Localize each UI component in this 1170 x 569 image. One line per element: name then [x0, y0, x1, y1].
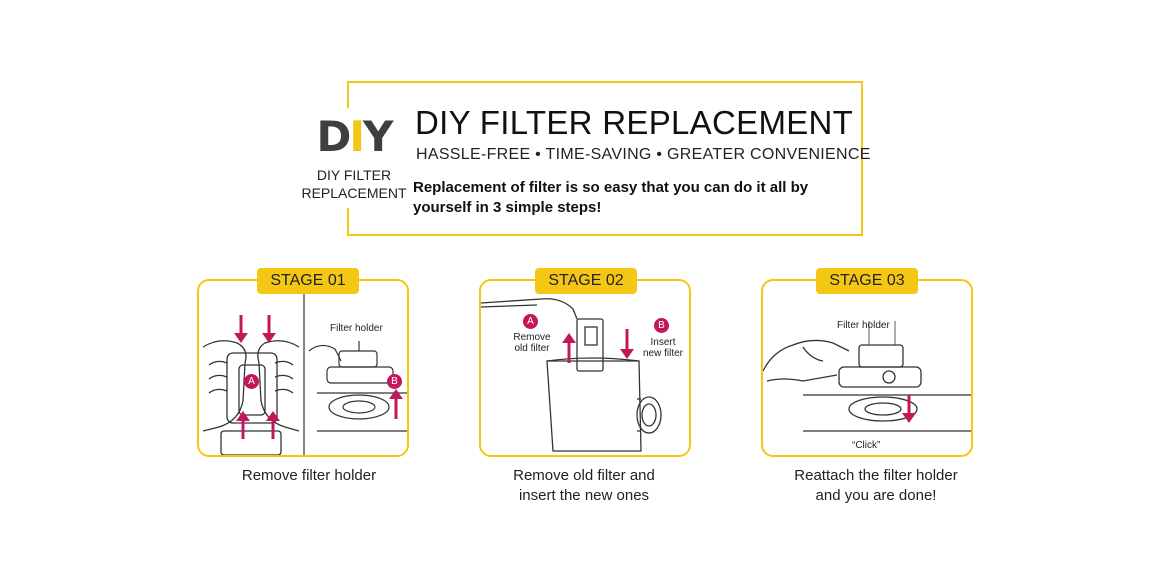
tagline: HASSLE-FREE • TIME-SAVING • GREATER CONV…	[416, 146, 871, 163]
diy-logo-mark: DIY	[316, 112, 394, 161]
marker-a: A	[523, 314, 538, 329]
stage-03-arrows	[902, 395, 916, 423]
remove-old-filter-label: Remove old filter	[507, 332, 557, 354]
stage-01-caption: Remove filter holder	[241, 467, 377, 484]
diy-logo: DIY DIY FILTER REPLACEMENT	[296, 108, 412, 208]
stage-02-panel: A Remove old filter B Insert new filter	[479, 279, 691, 457]
stage-02-illustration	[481, 298, 662, 452]
stage-03-caption-line1: Reattach the filter holder	[794, 467, 958, 484]
marker-b: B	[387, 374, 402, 389]
filter-holder-label: Filter holder	[837, 320, 890, 331]
marker-b: B	[654, 318, 669, 333]
stage-03-caption: Reattach the filter holder and you are d…	[751, 466, 1001, 506]
stage-02-badge: STAGE 02	[535, 268, 637, 294]
stage-01-illustration	[202, 281, 407, 455]
logo-caption-line1: DIY FILTER	[316, 167, 392, 183]
stage-01-arrows	[234, 315, 403, 439]
remove-label-line2: old filter	[514, 343, 550, 354]
stage-02-caption-line1: Remove old filter and	[513, 467, 655, 484]
stage-03-panel: Filter holder “Click”	[761, 279, 973, 457]
click-label: “Click”	[852, 440, 881, 451]
stage-02-arrows	[562, 329, 634, 363]
remove-label-line1: Remove	[513, 332, 551, 343]
logo-caption: DIY FILTER REPLACEMENT	[296, 166, 412, 202]
stage-02-caption: Remove old filter and insert the new one…	[459, 466, 709, 506]
stage-03-caption-line2: and you are done!	[815, 487, 937, 504]
page-title: DIY FILTER REPLACEMENT	[415, 104, 854, 141]
insert-label-line1: Insert	[650, 337, 676, 348]
stage-02-caption-line2: insert the new ones	[518, 487, 650, 504]
insert-label-line2: new filter	[642, 348, 683, 359]
filter-holder-label: Filter holder	[330, 323, 383, 334]
stage-01-panel: Filter holder A B	[197, 279, 409, 457]
stage-03-illustration	[763, 321, 971, 432]
intro-text: Replacement of filter is so easy that yo…	[413, 179, 809, 216]
logo-caption-line2: REPLACEMENT	[301, 185, 407, 201]
insert-new-filter-label: Insert new filter	[635, 337, 689, 359]
marker-a: A	[244, 374, 259, 389]
stage-01-badge: STAGE 01	[257, 268, 359, 294]
stage-03-badge: STAGE 03	[816, 268, 918, 294]
